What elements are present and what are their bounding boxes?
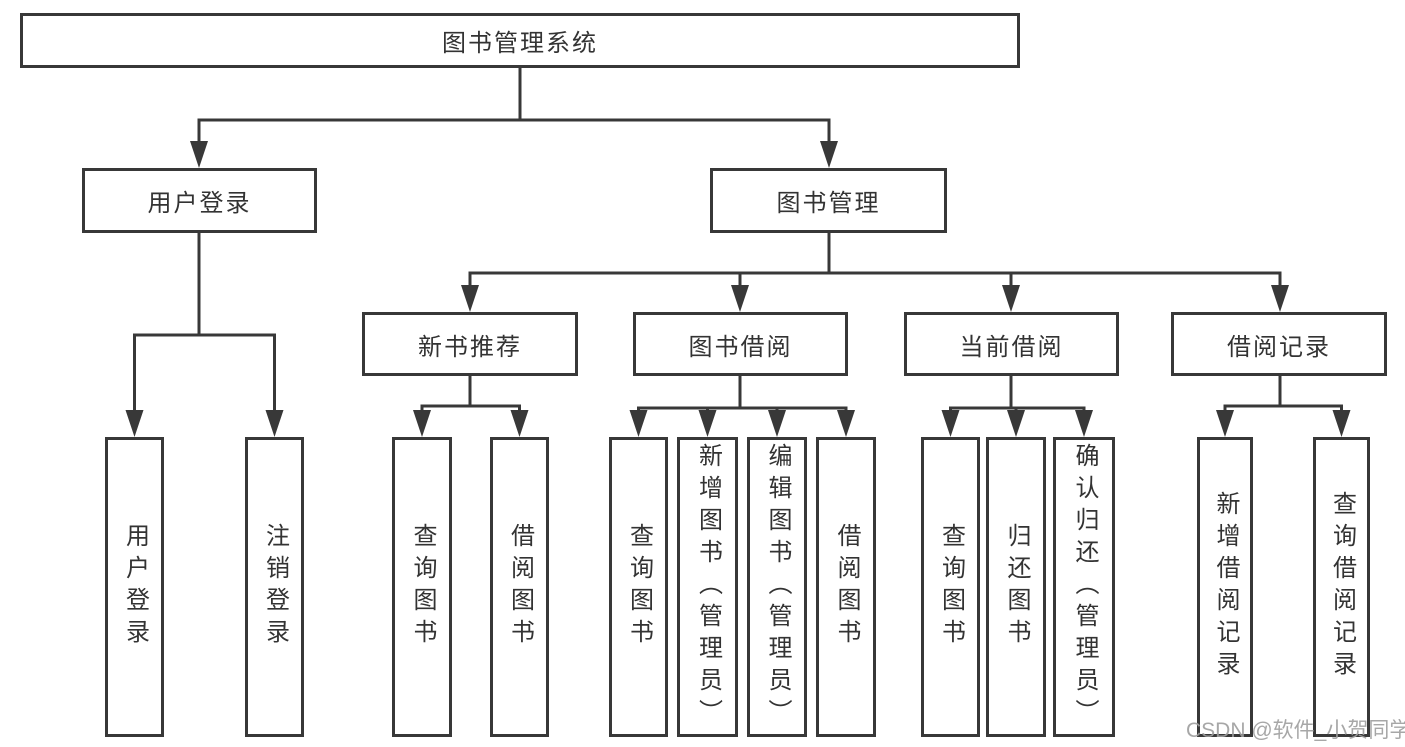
node-book-management: 图书管理 [710, 168, 947, 233]
node-library-system-label: 图书管理系统 [442, 30, 598, 57]
node-logout-label: 注销登录 [261, 523, 289, 651]
node-add-borrow-record-label: 新增借阅记录 [1212, 491, 1239, 683]
node-query-borrow-record: 查询借阅记录 [1313, 437, 1370, 737]
node-edit-book-admin: 编辑图书（管理员） [747, 437, 807, 737]
node-borrowing-records-label: 借阅记录 [1227, 333, 1331, 361]
node-confirm-return-admin-label: 确认归还（管理员） [1071, 443, 1098, 731]
node-confirm-return-admin: 确认归还（管理员） [1053, 437, 1115, 737]
node-current-borrowing: 当前借阅 [904, 312, 1119, 376]
node-book-management-label: 图书管理 [776, 190, 881, 217]
arrowheads [125, 141, 1351, 437]
node-user-login: 用户登录 [82, 168, 317, 233]
node-edit-book-admin-label: 编辑图书（管理员） [764, 443, 791, 731]
node-borrow-books-recommend: 借阅图书 [490, 437, 549, 737]
node-book-borrowing-label: 图书借阅 [688, 333, 793, 361]
node-login: 用户登录 [105, 437, 164, 737]
node-add-borrow-record: 新增借阅记录 [1197, 437, 1253, 737]
node-borrow-books-borrowing: 借阅图书 [816, 437, 876, 737]
node-current-borrowing-label: 当前借阅 [959, 333, 1064, 361]
csdn-watermark: CSDN @软件_小贺同学 [1186, 719, 1405, 742]
node-user-login-label: 用户登录 [147, 190, 252, 217]
node-query-borrow-record-label: 查询借阅记录 [1328, 491, 1356, 683]
node-new-book-recommend: 新书推荐 [362, 312, 578, 376]
node-borrow-books-recommend-label: 借阅图书 [506, 523, 534, 651]
node-new-book-recommend-label: 新书推荐 [418, 333, 522, 361]
node-query-books-borrowing-label: 查询图书 [625, 523, 653, 651]
node-add-book-admin-label: 新增图书（管理员） [694, 443, 722, 731]
node-return-books: 归还图书 [986, 437, 1046, 737]
node-query-books-recommend-label: 查询图书 [409, 523, 436, 651]
node-borrow-books-borrowing-label: 借阅图书 [833, 523, 860, 651]
node-query-books-current: 查询图书 [921, 437, 980, 737]
node-library-system: 图书管理系统 [20, 13, 1020, 68]
node-query-books-current-label: 查询图书 [937, 523, 965, 651]
node-logout: 注销登录 [245, 437, 304, 737]
node-query-books-recommend: 查询图书 [392, 437, 452, 737]
node-login-label: 用户登录 [121, 523, 149, 651]
node-return-books-label: 归还图书 [1003, 523, 1030, 651]
node-query-books-borrowing: 查询图书 [609, 437, 668, 737]
node-borrowing-records: 借阅记录 [1171, 312, 1387, 376]
node-book-borrowing: 图书借阅 [633, 312, 848, 376]
node-add-book-admin: 新增图书（管理员） [677, 437, 738, 737]
